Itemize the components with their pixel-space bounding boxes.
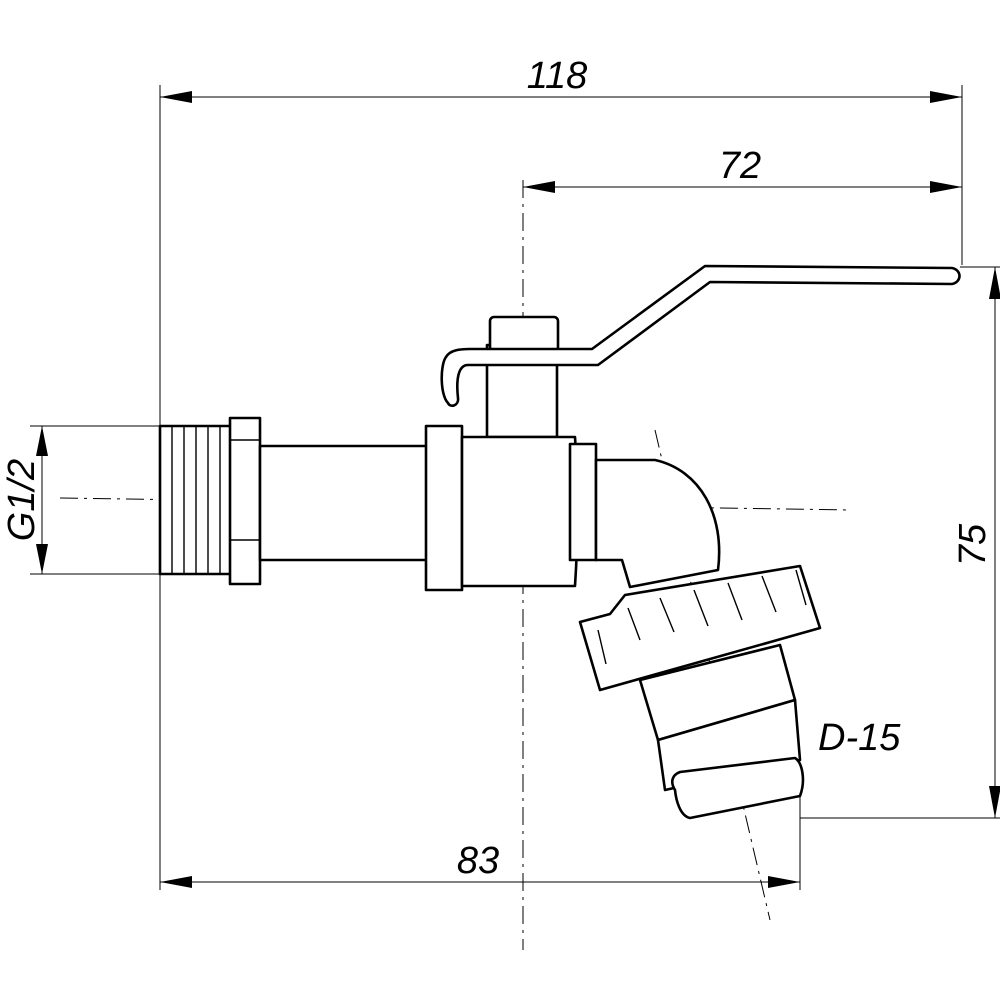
dimension-thread: G1/2: [1, 426, 48, 574]
dimension-83-label: 83: [457, 840, 499, 882]
hose-barb-tip: [670, 756, 805, 820]
dimension-83: 83: [160, 840, 800, 888]
thread-lines: [171, 426, 221, 574]
elbow-outlet: [594, 458, 721, 589]
hex-nut: [228, 416, 262, 586]
collar-ring: [424, 424, 464, 592]
coupling-slots: [597, 569, 807, 665]
lever-handle: [440, 264, 961, 408]
pipe-neck: [258, 444, 430, 562]
dimension-118-label: 118: [527, 55, 588, 97]
body-ring: [568, 442, 598, 562]
coupling-nut: [578, 564, 822, 692]
valve-body: [460, 435, 579, 588]
dimension-118: 118: [160, 55, 962, 103]
dimension-75-label: 75: [952, 523, 994, 566]
dimension-72-label: 72: [719, 145, 761, 187]
dimension-75: 75: [952, 267, 1000, 818]
hose-diameter-label: D-15: [818, 717, 901, 759]
threaded-inlet: [158, 424, 236, 576]
stem-nut: [488, 315, 560, 353]
faucet-body: [158, 264, 961, 820]
dimension-72: 72: [523, 145, 962, 193]
thread-size-label: G1/2: [1, 459, 43, 541]
